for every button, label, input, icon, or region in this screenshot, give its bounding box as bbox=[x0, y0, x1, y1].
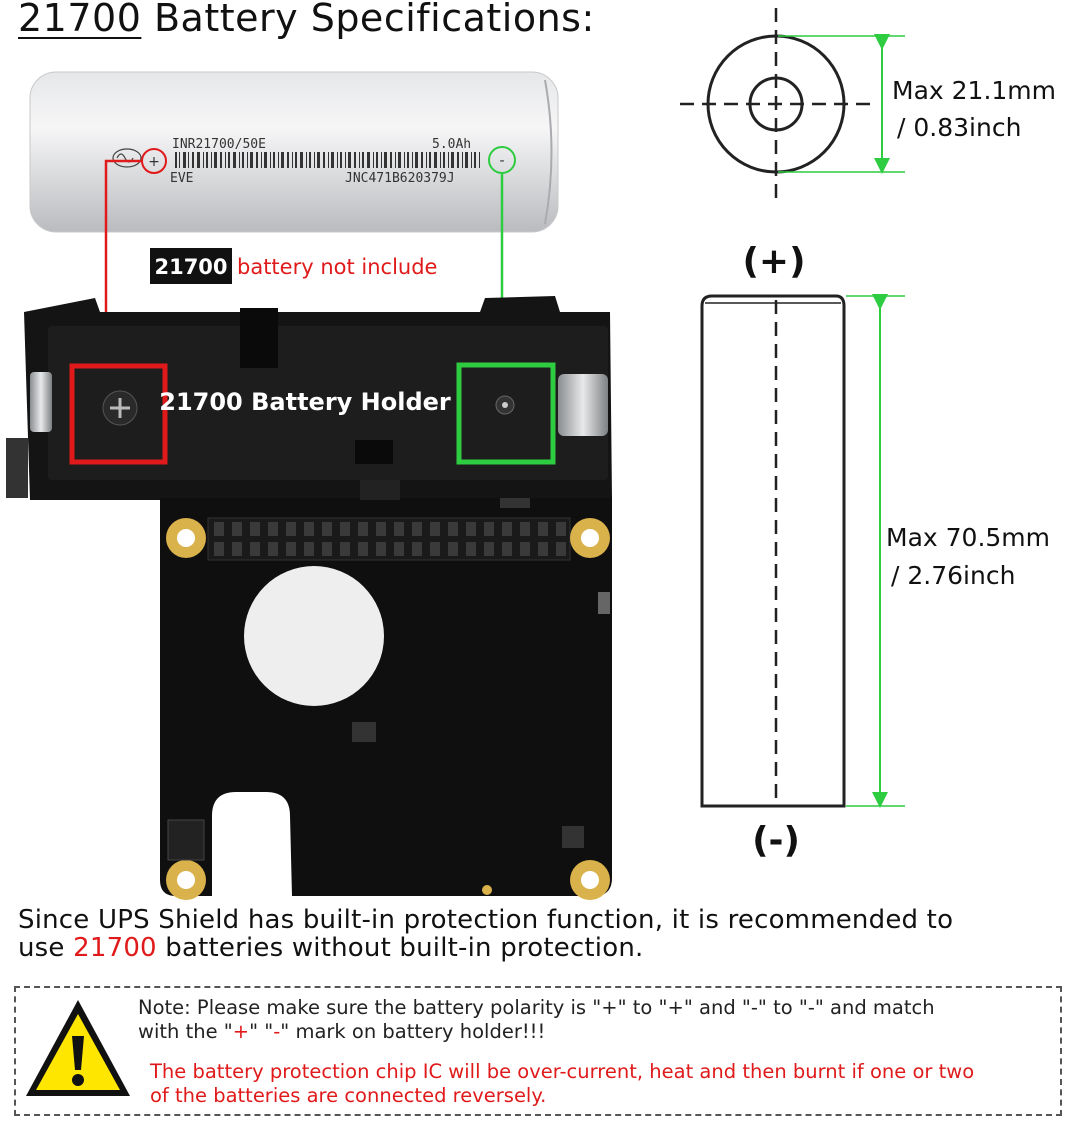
polarity-note: Note: Please make sure the battery polar… bbox=[138, 996, 1048, 1044]
title-text: Battery Specifications: bbox=[141, 0, 595, 40]
warning-line-2: of the batteries are connected reversely… bbox=[150, 1084, 547, 1107]
polarity-note-box: Note: Please make sure the battery polar… bbox=[14, 986, 1062, 1116]
ups-board: 21700 Battery Holder bbox=[6, 296, 612, 900]
diameter-inch: / 0.83inch bbox=[897, 113, 1021, 142]
note-plus-mark: + bbox=[232, 1020, 250, 1043]
battery-side-view bbox=[700, 294, 905, 808]
not-included-text: battery not include bbox=[237, 255, 437, 279]
plus-mark: + bbox=[148, 154, 160, 170]
plus-pointer-arrow bbox=[93, 159, 142, 349]
positive-label: (+) bbox=[742, 241, 805, 282]
note-line-2: with the "+" "-" mark on battery holder!… bbox=[138, 1020, 546, 1043]
board-label-disc bbox=[244, 566, 384, 706]
gpio-header bbox=[207, 517, 571, 561]
left-contact-spring bbox=[30, 372, 52, 432]
protection-recommendation: Since UPS Shield has built-in protection… bbox=[18, 906, 1068, 962]
holder-label: 21700 Battery Holder bbox=[159, 388, 451, 416]
recommendation-line-1: Since UPS Shield has built-in protection… bbox=[18, 905, 954, 935]
not-included-badge: 21700 bbox=[154, 255, 227, 279]
battery-end-view bbox=[680, 8, 905, 202]
minus-contact-highlight bbox=[456, 362, 556, 465]
battery-diagram: INR21700/50E 5.0Ah EVE JNC471B620379J + … bbox=[6, 8, 1056, 900]
page-title: 21700 Battery Specifications: bbox=[18, 0, 595, 42]
battery-capacity: 5.0Ah bbox=[432, 137, 471, 152]
reverse-connection-warning: The battery protection chip IC will be o… bbox=[150, 1060, 1050, 1108]
not-included-label: 21700 battery not include bbox=[150, 248, 437, 284]
warning-line-1: The battery protection chip IC will be o… bbox=[150, 1060, 975, 1083]
battery-model: INR21700/50E bbox=[172, 137, 266, 152]
right-contact-spring bbox=[558, 374, 608, 436]
mounting-holes bbox=[166, 518, 610, 900]
note-line-1: Note: Please make sure the battery polar… bbox=[138, 996, 935, 1019]
battery-brand: EVE bbox=[170, 171, 193, 186]
length-mm: Max 70.5mm bbox=[886, 523, 1050, 552]
title-number: 21700 bbox=[18, 0, 142, 40]
length-inch: / 2.76inch bbox=[891, 561, 1015, 590]
warning-icon bbox=[26, 1000, 130, 1096]
note-minus-mark: - bbox=[273, 1020, 281, 1043]
battery-serial: JNC471B620379J bbox=[345, 171, 455, 186]
recommendation-highlight: 21700 bbox=[73, 933, 157, 963]
minus-mark: - bbox=[499, 153, 504, 169]
battery-cell: INR21700/50E 5.0Ah EVE JNC471B620379J + … bbox=[29, 71, 559, 233]
barcode bbox=[175, 152, 480, 168]
plus-contact-highlight bbox=[69, 363, 168, 465]
recommendation-line-2: use 21700 batteries without built-in pro… bbox=[18, 933, 644, 963]
negative-label: (-) bbox=[752, 820, 800, 861]
diameter-mm: Max 21.1mm bbox=[892, 76, 1056, 105]
